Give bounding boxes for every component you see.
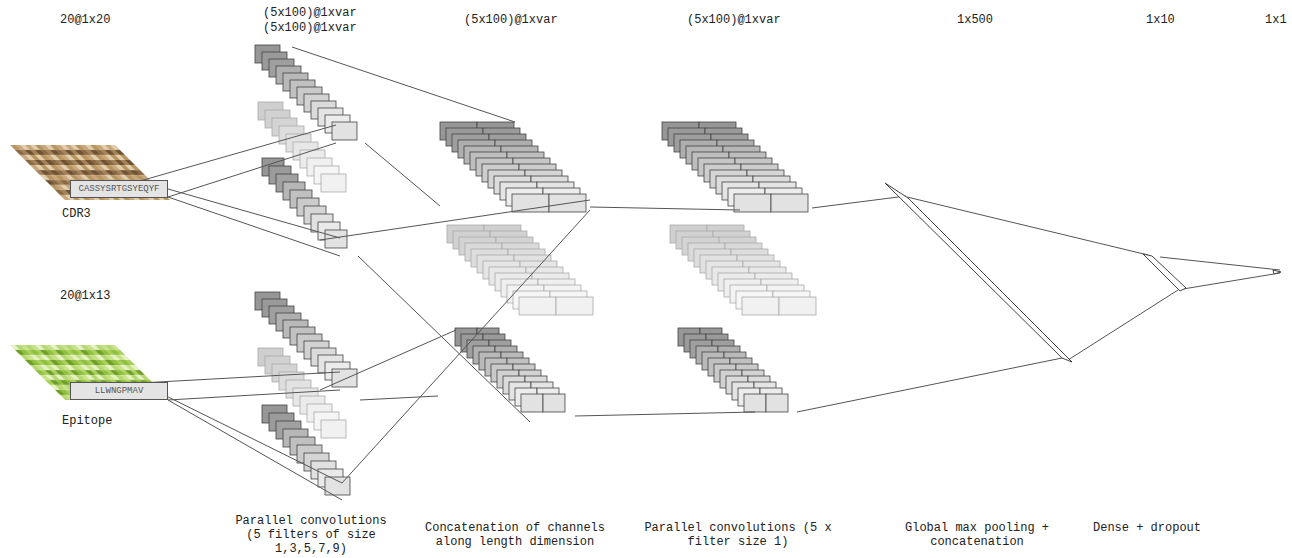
sequence-box: CASSYSRTGSYEQYF (70, 180, 168, 198)
layer-caption: Concatenation of channels along length d… (415, 521, 615, 549)
feature-map-stack (670, 225, 816, 315)
sequence-box: LLWNGPMAV (70, 382, 168, 400)
sequence-text: CASSYSRTGSYEQYF (78, 184, 159, 195)
leader-line (1068, 290, 1178, 360)
dimension-label: Epitope (62, 414, 112, 428)
feature-map (543, 394, 565, 412)
leader-line (140, 372, 340, 383)
layer-caption: Parallel convolutions (5 x filter size 1… (643, 521, 833, 549)
leader-line (320, 200, 590, 240)
dimension-label: (5x100)@1xvar (263, 6, 357, 20)
layer-caption: Parallel convolutions (5 filters of size… (226, 514, 396, 556)
feature-map (744, 394, 766, 412)
layer-caption: Global max pooling + concatenation (882, 521, 1072, 549)
feature-map-stack (678, 328, 788, 412)
leader-line (365, 143, 440, 206)
dimension-label: 1x1 (1265, 13, 1287, 27)
feature-map-stack (447, 225, 593, 315)
feature-map (521, 394, 543, 412)
sequence-text: LLWNGPMAV (95, 386, 144, 397)
feature-map (779, 297, 816, 315)
dimension-label: (5x100)@1xvar (263, 21, 357, 35)
feature-map-stack (255, 45, 357, 140)
leader-line (360, 396, 438, 400)
epitope-matrix (10, 345, 170, 400)
leader-line (812, 196, 906, 208)
dimension-label: 1x10 (1146, 13, 1175, 27)
dense-layer (885, 183, 1072, 362)
leader-line (168, 400, 342, 500)
cdr3-matrix (10, 145, 170, 200)
feature-map (771, 194, 808, 212)
leader-line (168, 143, 336, 197)
dimension-label: 1x500 (957, 13, 993, 27)
leader-line (292, 47, 515, 122)
leader-line (797, 357, 1067, 412)
feature-map (519, 297, 556, 315)
dimension-label: (5x100)@1xvar (464, 13, 558, 27)
dimension-label: CDR3 (62, 207, 91, 221)
dimension-label: 20@1x20 (60, 13, 110, 27)
leader-line (590, 207, 740, 210)
feature-map (742, 297, 779, 315)
leader-line (1160, 257, 1280, 270)
feature-map (766, 394, 788, 412)
feature-map-stack (440, 122, 586, 212)
leader-line (140, 125, 336, 181)
leader-line (168, 197, 340, 256)
leader-line (575, 412, 755, 416)
feature-map (321, 174, 346, 192)
dimension-label: (5x100)@1xvar (687, 13, 781, 27)
leader-line (140, 383, 342, 483)
leader-line (1183, 273, 1280, 289)
feature-map (332, 369, 357, 387)
feature-map (556, 297, 593, 315)
feature-map-stack (662, 122, 808, 212)
leader-line (907, 197, 1148, 255)
leader-line (342, 210, 590, 483)
feature-map (734, 194, 771, 212)
leader-line (168, 390, 340, 400)
feature-map-stack (262, 158, 347, 248)
feature-map (321, 420, 346, 438)
feature-map-stack (258, 348, 346, 438)
layer-caption: Dense + dropout (1092, 521, 1202, 535)
feature-map-stack (258, 102, 346, 192)
dimension-label: 20@1x13 (60, 289, 110, 303)
dense-layer (1143, 254, 1186, 291)
feature-map-stack (255, 292, 357, 387)
output-unit (1273, 270, 1281, 274)
leader-line (358, 256, 530, 422)
leader-line (320, 330, 456, 390)
leader-line (140, 181, 340, 238)
